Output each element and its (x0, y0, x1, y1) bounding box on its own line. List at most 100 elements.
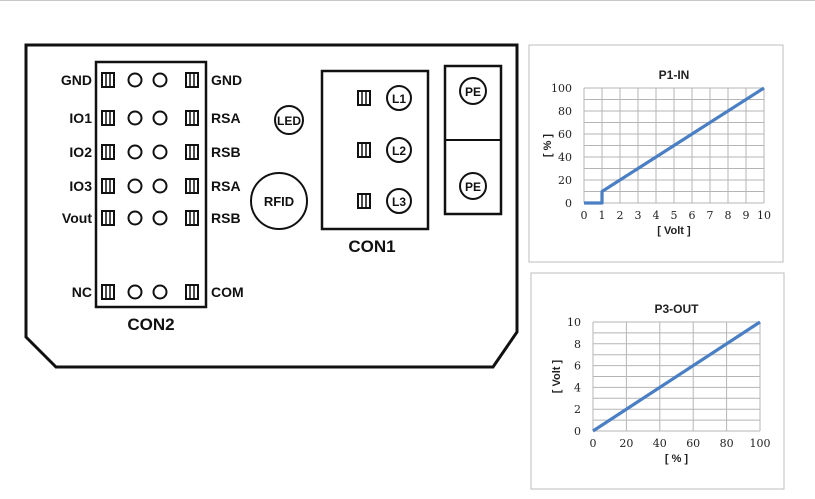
con2-terminal-right-1-body (185, 72, 199, 88)
con2-left-label: NC (72, 284, 92, 300)
con1-terminal-3 (357, 193, 371, 209)
chart-title: P1-IN (659, 68, 690, 82)
con1-terminal-circle-1 (386, 85, 412, 111)
con2-pin-a-1 (127, 72, 143, 88)
con2-left-label: IO1 (69, 110, 92, 126)
y-tick-label: 80 (558, 105, 572, 118)
con2-terminal-right-5 (185, 210, 199, 226)
con1-terminal-circle-2 (386, 137, 412, 163)
x-tick-label: 1 (599, 209, 606, 222)
x-tick-label: 80 (720, 437, 734, 450)
x-tick-label: 60 (686, 437, 700, 450)
con2-terminal-right-4-body (185, 178, 199, 194)
con2-terminal-left-3 (101, 144, 115, 160)
y-tick-label: 2 (574, 403, 581, 416)
x-tick-label: 4 (653, 209, 660, 222)
x-tick-label: 0 (590, 437, 597, 450)
con2-terminal-right-2 (185, 110, 199, 126)
series-line (584, 86, 765, 205)
pe-bottom-circle (459, 172, 487, 200)
con2-frame (94, 60, 208, 309)
con2-pin-b-1 (152, 72, 168, 88)
con1-label: CON1 (348, 237, 395, 256)
con2-right-label: RSB (211, 210, 241, 226)
x-axis-label: [ % ] (665, 453, 689, 465)
con2-pin-b-2 (152, 110, 168, 126)
con2-right-label: RSB (211, 144, 241, 160)
x-tick-label: 100 (750, 437, 771, 450)
con2-pin-a-6 (127, 284, 143, 300)
con2-terminal-right-6-body (185, 284, 199, 300)
con2-terminal-left-6-body (101, 284, 115, 300)
con2-pin-b-6 (152, 284, 168, 300)
con1-terminal-label: L3 (392, 195, 406, 209)
con2-left-label: IO2 (69, 144, 92, 160)
con2-terminal-left-4 (101, 178, 115, 194)
con2-terminal-left-6 (101, 284, 115, 300)
pe-top-circle (459, 77, 487, 105)
x-tick-label: 20 (619, 437, 633, 450)
con2-pin-a-2 (127, 110, 143, 126)
y-tick-label: 6 (574, 360, 581, 373)
led-indicator: LED (274, 105, 304, 135)
con2-right-label: RSA (211, 110, 241, 126)
con2-right-label: GND (211, 72, 242, 88)
rfid-label: RFID (264, 194, 294, 209)
con2-left-label: IO3 (69, 178, 92, 194)
con2-terminal-right-4 (185, 178, 199, 194)
y-tick-label: 4 (574, 381, 581, 394)
rfid-reader: RFID (250, 172, 308, 230)
con2-terminal-left-1 (101, 72, 115, 88)
con2-terminal-left-5 (101, 210, 115, 226)
board-outline (24, 43, 519, 369)
x-tick-label: 0 (581, 209, 588, 222)
pe-bottom-label: PE (465, 180, 481, 194)
x-tick-label: 40 (653, 437, 667, 450)
con1-terminal-label: L2 (392, 144, 406, 158)
y-tick-label: 10 (567, 316, 581, 329)
con1-terminal-3-body (357, 193, 371, 209)
x-tick-label: 3 (635, 209, 642, 222)
x-tick-label: 7 (707, 209, 714, 222)
con2-terminal-left-3-body (101, 144, 115, 160)
con1-terminal-circle-3 (386, 188, 412, 214)
con2-terminal-left-2 (101, 110, 115, 126)
y-tick-label: 20 (558, 174, 572, 187)
x-tick-label: 8 (725, 209, 732, 222)
con2-label: CON2 (127, 315, 174, 334)
con2-pin-a-3 (127, 144, 143, 160)
con2-terminal-right-6 (185, 284, 199, 300)
led-label: LED (277, 114, 301, 128)
y-tick-label: 60 (558, 128, 572, 141)
con2-pin-a-5 (127, 210, 143, 226)
x-tick-label: 5 (671, 209, 678, 222)
y-axis-label: [ % ] (542, 134, 554, 158)
con1-terminal-1 (357, 90, 371, 106)
x-axis-label: [ Volt ] (657, 225, 691, 237)
con2-terminal-left-1-body (101, 72, 115, 88)
con1-terminal-2-body (357, 142, 371, 158)
con2-pin-b-5 (152, 210, 168, 226)
x-tick-label: 9 (743, 209, 750, 222)
con1-frame (320, 69, 430, 231)
y-tick-label: 40 (558, 151, 572, 164)
con2-left-label: Vout (62, 210, 92, 226)
con2-terminal-left-5-body (101, 210, 115, 226)
series-line (592, 320, 761, 433)
con2-terminal-right-2-body (185, 110, 199, 126)
con2-right-label: RSA (211, 178, 241, 194)
y-tick-label: 8 (574, 338, 581, 351)
con2-terminal-left-2-body (101, 110, 115, 126)
con2-terminal-right-3-body (185, 144, 199, 160)
con2-terminal-left-4-body (101, 178, 115, 194)
con2-pin-b-3 (152, 144, 168, 160)
x-tick-label: 2 (617, 209, 624, 222)
pe-top-label: PE (465, 85, 481, 99)
chart-panel-p3-out (530, 272, 785, 490)
con2-terminal-right-1 (185, 72, 199, 88)
chart-title: P3-OUT (654, 302, 699, 316)
con1-terminal-1-body (357, 90, 371, 106)
